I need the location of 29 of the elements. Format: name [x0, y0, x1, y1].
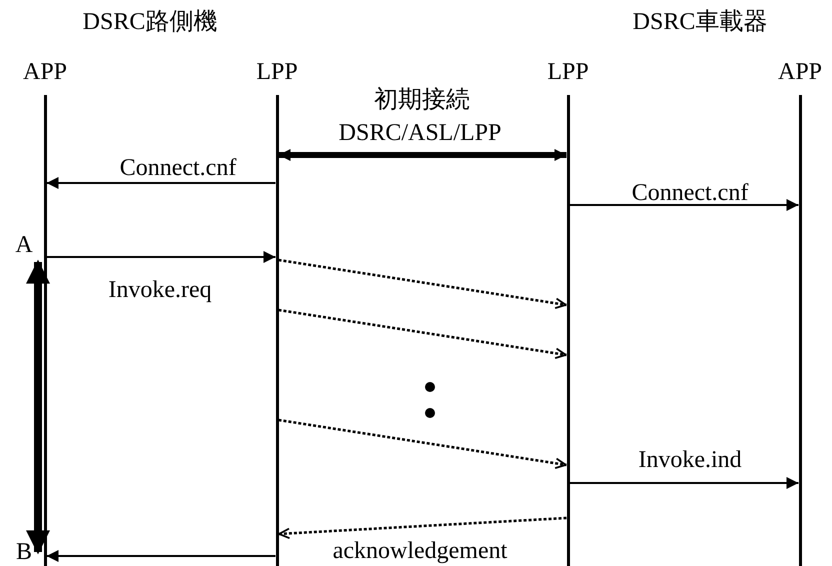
arrow [570, 199, 798, 211]
point-label: B [16, 540, 32, 564]
lifeline [566, 95, 570, 566]
arrow [278, 516, 567, 540]
phase-label: 初期接続 [374, 87, 470, 111]
group-heading: DSRC路側機 [82, 10, 218, 34]
arrow [46, 251, 276, 263]
lifeline [44, 95, 46, 566]
lifeline [798, 95, 802, 566]
arrow [570, 477, 798, 489]
edge-label: Connect.cnf [120, 156, 236, 180]
edge-label: DSRC/ASL/LPP [338, 121, 502, 145]
lifeline-label: LPP [256, 60, 298, 84]
edge-label: acknowledgement [332, 539, 508, 563]
edge-label: Connect.cnf [632, 181, 748, 205]
lifeline [276, 95, 278, 566]
group-heading: DSRC車載器 [632, 10, 768, 34]
lifeline-label: APP [22, 60, 68, 84]
arrow [278, 418, 567, 469]
lifeline-label: APP [778, 60, 822, 84]
arrow [278, 308, 567, 359]
lifeline-label: LPP [547, 60, 589, 84]
edge-label: Invoke.req [108, 278, 212, 302]
arrow [278, 258, 567, 309]
edge-label: Invoke.ind [638, 448, 742, 472]
point-label: A [15, 233, 33, 257]
arrow [46, 177, 276, 189]
arrow [278, 149, 566, 161]
arrow [46, 550, 276, 562]
